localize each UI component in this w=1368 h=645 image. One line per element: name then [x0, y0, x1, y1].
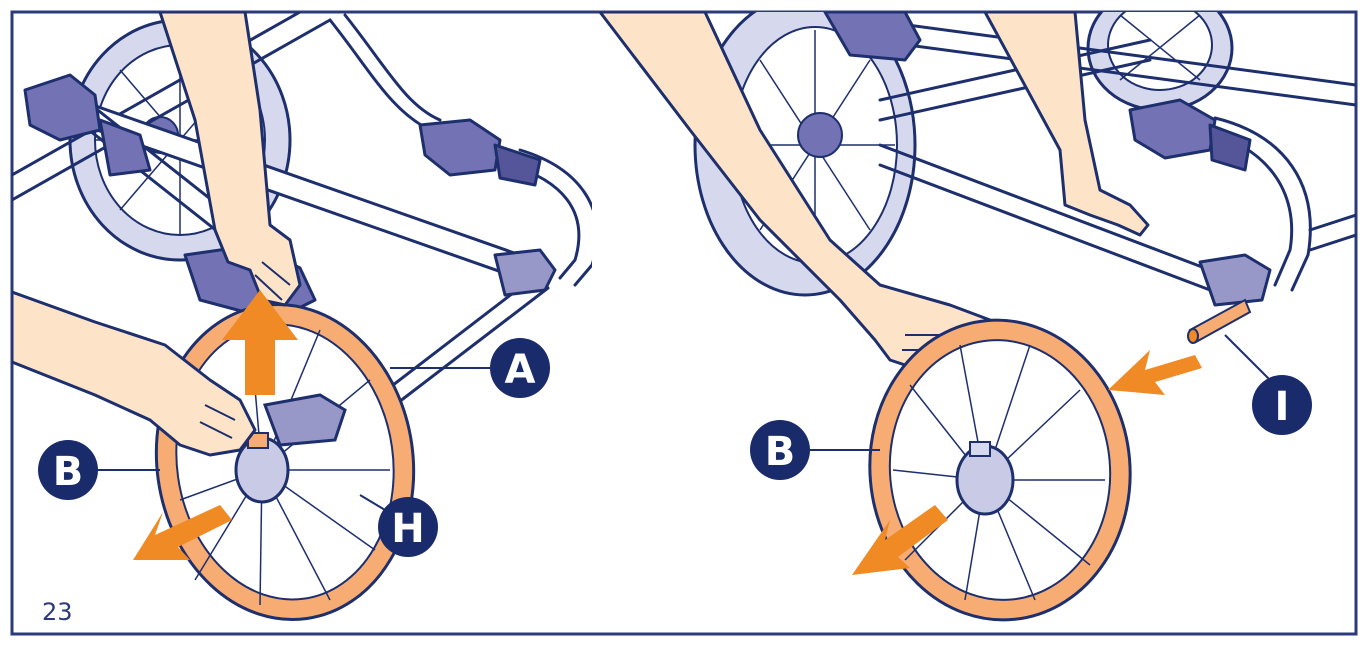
axle-bracket-left — [262, 393, 347, 447]
callout-b-left-label: B — [53, 449, 84, 495]
frame-joints-left — [23, 73, 557, 322]
arrow-up-icon — [222, 290, 298, 395]
callout-h-label: H — [391, 506, 424, 552]
upper-arm-left — [158, 12, 302, 307]
rear-wheel-right — [693, 12, 917, 297]
front-wheel-right — [868, 318, 1132, 622]
leader-lines-left — [96, 367, 492, 511]
leader-lines-right — [810, 334, 1271, 451]
page-number: 23 — [42, 598, 73, 626]
left-panel — [12, 12, 592, 621]
arrow-down-left-icon — [852, 505, 948, 575]
far-wheel-right — [1086, 12, 1234, 112]
callout-b-right: B — [750, 420, 810, 480]
front-wheel-left — [154, 303, 416, 621]
stroller-frame-right — [868, 18, 1356, 292]
callout-h: H — [378, 497, 438, 557]
callout-b-left: B — [38, 440, 98, 500]
axle-pin — [1187, 298, 1252, 344]
upper-arm-right — [983, 12, 1150, 237]
arrow-down-left-icon — [133, 505, 232, 560]
frame-joints-right — [823, 12, 1272, 307]
right-panel — [598, 12, 1356, 622]
callout-a: A — [490, 338, 550, 398]
callout-i: I — [1252, 375, 1312, 435]
callout-i-label: I — [1275, 384, 1290, 430]
arrow-left-icon — [1108, 350, 1202, 395]
callout-b-right-label: B — [765, 429, 796, 475]
lower-arm-left — [12, 290, 257, 457]
callout-a-label: A — [505, 347, 536, 393]
